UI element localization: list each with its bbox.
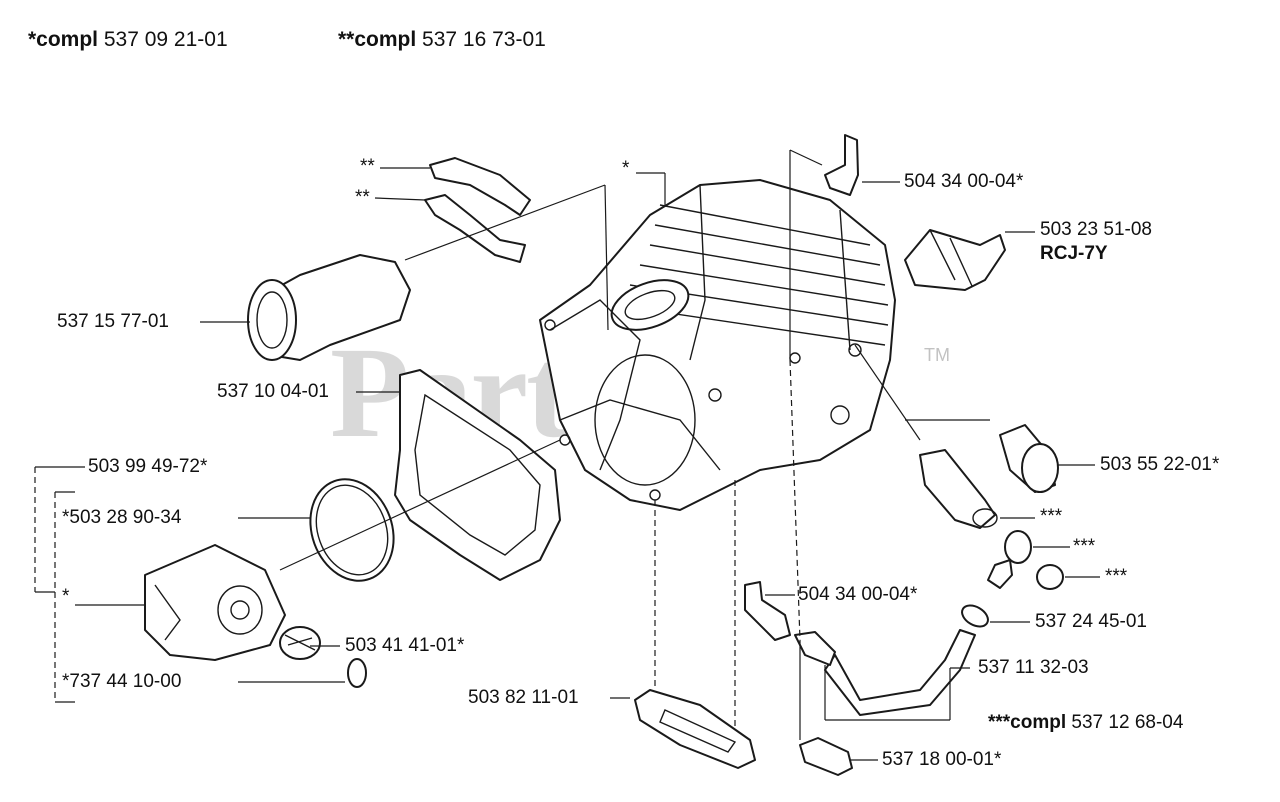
label-piston-star: * bbox=[62, 586, 70, 607]
label-rcj-7y: RCJ-7Y bbox=[1040, 243, 1108, 264]
fuel-fitting-drawing bbox=[919, 449, 998, 529]
label-503-55-22-01[interactable]: 503 55 22-01* bbox=[1100, 454, 1220, 475]
needle-bearing-drawing bbox=[279, 626, 321, 660]
nut-drawing bbox=[1036, 564, 1064, 590]
complete-kit-3-label: ***compl 537 12 68-04 bbox=[988, 712, 1184, 733]
label-triple-star-3: *** bbox=[1105, 566, 1128, 587]
label-537-24-45-01[interactable]: 537 24 45-01 bbox=[1035, 611, 1147, 632]
leader-lines bbox=[34, 149, 1100, 761]
label-737-44-10-00[interactable]: *737 44 10-00 bbox=[62, 671, 182, 692]
spark-plug-drawing bbox=[904, 229, 1006, 291]
label-cylinder-star: * bbox=[622, 158, 630, 179]
inlet-gasket-drawing bbox=[634, 689, 756, 769]
circlip-drawing bbox=[347, 658, 367, 688]
fuel-hose-drawing bbox=[824, 629, 976, 716]
label-537-18-00-01[interactable]: 537 18 00-01* bbox=[882, 749, 1002, 770]
label-503-23-51-08[interactable]: 503 23 51-08 bbox=[1040, 219, 1152, 240]
intake-manifold-drawing bbox=[247, 254, 411, 361]
label-537-11-32-03[interactable]: 537 11 32-03 bbox=[978, 657, 1089, 678]
top-fitting-drawing bbox=[824, 134, 859, 196]
label-503-82-11-01[interactable]: 503 82 11-01 bbox=[468, 687, 579, 708]
washer-drawing bbox=[1004, 530, 1032, 564]
piston-ring-drawing bbox=[309, 478, 395, 582]
label-503-41-41-01[interactable]: 503 41 41-01* bbox=[345, 635, 465, 656]
label-triple-star-1: *** bbox=[1040, 506, 1063, 527]
label-503-28-90-34[interactable]: *503 28 90-34 bbox=[62, 507, 182, 528]
decompression-valve-drawing bbox=[999, 424, 1059, 493]
label-503-99-49-72[interactable]: 503 99 49-72* bbox=[88, 456, 208, 477]
label-504-34-00-04-bottom[interactable]: 504 34 00-04* bbox=[798, 584, 918, 605]
gasket-drawing bbox=[394, 369, 561, 581]
piston-drawing bbox=[144, 544, 286, 661]
label-triple-star-2: *** bbox=[1073, 536, 1096, 557]
clamp-drawings bbox=[424, 157, 531, 263]
fuel-filter-drawing bbox=[799, 737, 853, 776]
label-504-34-00-04-top[interactable]: 504 34 00-04* bbox=[904, 171, 1024, 192]
label-clamp-1: ** bbox=[360, 156, 375, 177]
lower-fitting-drawing bbox=[744, 581, 836, 666]
cylinder-drawing bbox=[539, 179, 896, 511]
complete-kit-2-label: **compl 537 16 73-01 bbox=[338, 28, 546, 51]
label-clamp-2: ** bbox=[355, 187, 370, 208]
label-537-15-77-01[interactable]: 537 15 77-01 bbox=[57, 311, 169, 332]
label-537-10-04-01[interactable]: 537 10 04-01 bbox=[217, 381, 329, 402]
elbow-drawing bbox=[987, 559, 1013, 589]
complete-kit-1-label: *compl 537 09 21-01 bbox=[28, 28, 228, 51]
trademark-mark: TM bbox=[924, 345, 950, 365]
eyelet-drawing bbox=[961, 604, 989, 628]
